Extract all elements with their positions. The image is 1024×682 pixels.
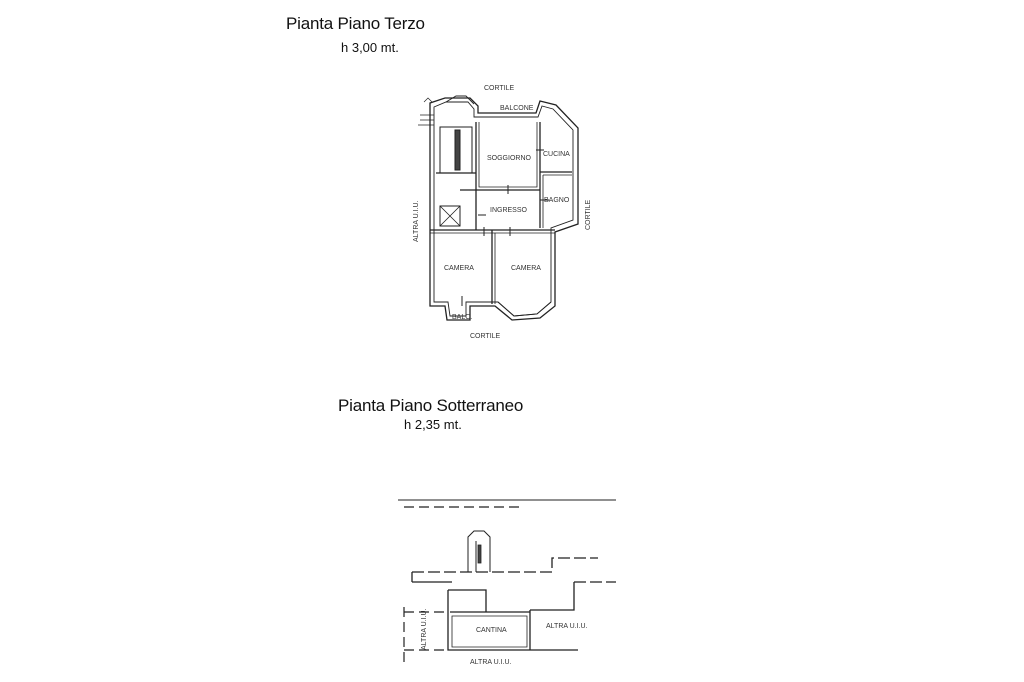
basement-stair xyxy=(467,530,491,572)
label-altra-uiu-right: ALTRA U.I.U. xyxy=(546,623,588,630)
third-floor-plan xyxy=(418,95,579,321)
label-bagno: BAGNO xyxy=(544,197,570,204)
label-altra-uiu-left: ALTRA U.I.U. xyxy=(421,608,428,650)
label-altra-uiu-third: ALTRA U.I.U. xyxy=(413,200,420,242)
label-camera-left: CAMERA xyxy=(444,265,474,272)
stair-steps xyxy=(454,129,461,171)
bay-window-top xyxy=(445,95,475,105)
label-balcone: BALCONE xyxy=(500,105,534,112)
label-cortile-top: CORTILE xyxy=(484,85,515,92)
third-floor-outer-wall xyxy=(429,97,579,321)
label-altra-uiu-bottom: ALTRA U.I.U. xyxy=(470,659,512,666)
left-wall-hatch xyxy=(418,97,434,126)
elevator xyxy=(439,205,461,227)
bay-window-right xyxy=(497,301,552,317)
label-cortile-right: CORTILE xyxy=(585,199,592,230)
door-marks xyxy=(461,149,549,306)
third-floor-height: h 3,00 mt. xyxy=(341,40,399,55)
basement-height: h 2,35 mt. xyxy=(404,417,462,432)
basement-title: Pianta Piano Sotterraneo xyxy=(338,396,524,415)
label-cantina: CANTINA xyxy=(476,627,507,634)
basement-stair-steps xyxy=(477,544,482,564)
basement-walls-solid xyxy=(411,572,578,651)
third-floor-outer-wall-inner xyxy=(433,101,574,317)
basement-plan xyxy=(398,499,616,665)
basement-walls-dashed-lower xyxy=(403,607,448,665)
label-balc: BALC. xyxy=(452,314,472,321)
label-cucina: CUCINA xyxy=(543,151,570,158)
basement-wall-inner xyxy=(451,615,528,648)
elevator-cross xyxy=(439,205,461,227)
label-camera-right: CAMERA xyxy=(511,265,541,272)
third-floor-title: Pianta Piano Terzo xyxy=(286,14,425,33)
label-ingresso: INGRESSO xyxy=(490,207,528,214)
basement-walls xyxy=(412,557,598,573)
label-cortile-bottom: CORTILE xyxy=(470,333,501,340)
label-soggiorno: SOGGIORNO xyxy=(487,155,532,162)
